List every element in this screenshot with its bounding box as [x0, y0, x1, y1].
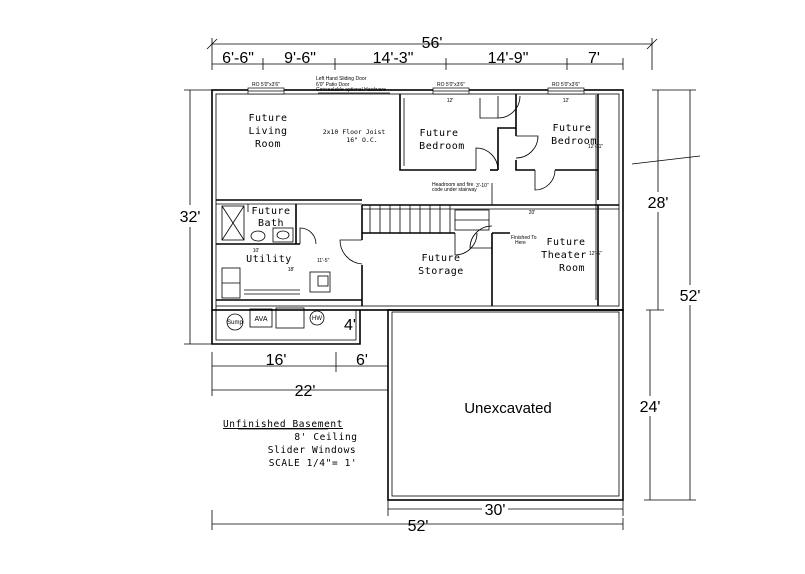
- bath-label-1: Future: [251, 206, 290, 217]
- bedroom-1-label-2: Bedroom: [419, 141, 465, 152]
- theater-label-3: Room: [559, 263, 585, 274]
- joist-note-1: 2x10 Floor Joist: [323, 128, 386, 136]
- left-height-label: 32': [180, 209, 201, 226]
- right-total-label: 52': [680, 288, 701, 305]
- svg-text:11'-5": 11'-5": [317, 258, 330, 264]
- water-heater-icon: [309, 310, 325, 326]
- sump-pit-icon: [226, 313, 244, 331]
- segment-14-3-label: 14'-3": [373, 50, 414, 67]
- living-room-label-3: Room: [255, 139, 281, 150]
- svg-text:Here: Here: [515, 240, 526, 246]
- bedroom-2-label-2: Bedroom: [551, 136, 597, 147]
- room-labels: Future Living Room 2x10 Floor Joist 16" …: [246, 113, 597, 417]
- svg-text:12': 12': [563, 98, 570, 104]
- note-title: Unfinished Basement: [223, 419, 343, 430]
- dim-22-label: 22': [295, 383, 316, 400]
- segment-7-label: 7': [588, 50, 600, 67]
- right-upper-label: 28': [648, 195, 669, 212]
- joist-note-2: 16" O.C.: [346, 136, 377, 144]
- room-dimension-labels: 12' 12' 12'-11" 20' 12'-6" 3'-10" 11'-5"…: [253, 98, 701, 273]
- hw-label: HW: [312, 316, 322, 322]
- note-windows: Slider Windows: [268, 445, 356, 456]
- exterior-walls: [211, 89, 624, 501]
- svg-text:Finished To: Finished To: [511, 235, 537, 241]
- windows: RO 5'0"x3'6" RO 5'0"x3'6" RO 5'0"x3'6": [247, 82, 585, 95]
- storage-label-2: Storage: [418, 266, 464, 277]
- svg-text:code under stairway: code under stairway: [432, 187, 477, 193]
- note-scale: SCALE 1/4"= 1': [269, 458, 357, 469]
- utility-fixtures: Sump AVA HW: [221, 267, 331, 331]
- bath-label-2: Bath: [258, 218, 284, 229]
- note-ceiling: 8' Ceiling: [294, 432, 357, 443]
- svg-text:10': 10': [253, 248, 260, 254]
- overall-width-label: 56': [422, 35, 443, 52]
- dim-30-label: 30': [485, 502, 506, 519]
- ava-label: AVA: [255, 316, 268, 323]
- plan-notes: Unfinished Basement 8' Ceiling Slider Wi…: [223, 419, 357, 469]
- ava-unit-icon: [249, 308, 273, 328]
- segment-6-6-label: 6'-6": [222, 50, 254, 67]
- window-label-2: RO 5'0"x3'6": [437, 82, 465, 88]
- bath-fixtures: [221, 204, 294, 243]
- bottom-dimensions: 30' 52': [211, 500, 624, 535]
- dim-4-label: 4': [344, 317, 356, 334]
- living-room-label-2: Living: [248, 126, 287, 137]
- utility-label: Utility: [246, 254, 292, 265]
- bedroom-2-label-1: Future: [552, 123, 591, 134]
- svg-text:12'-11": 12'-11": [588, 144, 603, 150]
- segment-14-9-label: 14'-9": [488, 50, 529, 67]
- window-label-3: RO 5'0"x3'6": [552, 82, 580, 88]
- svg-text:12': 12': [447, 98, 454, 104]
- dim-6-label: 6': [356, 352, 368, 369]
- storage-label-1: Future: [421, 253, 460, 264]
- svg-text:20': 20': [529, 210, 536, 216]
- svg-text:3'-10": 3'-10": [476, 183, 489, 189]
- dim-52-label: 52': [408, 518, 429, 535]
- theater-label-2: Theater: [541, 250, 587, 261]
- svg-text:18': 18': [288, 267, 295, 273]
- svg-text:12'-6": 12'-6": [589, 251, 602, 257]
- segment-9-6-label: 9'-6": [284, 50, 316, 67]
- door-note: Left Hand Sliding Door 6'0" Patio Door C…: [316, 76, 390, 94]
- bedroom-1-label-1: Future: [419, 128, 458, 139]
- theater-label-1: Future: [546, 237, 585, 248]
- right-dimensions: 28' 52' 24': [638, 89, 703, 501]
- stairs: [369, 204, 490, 234]
- sump-label: Sump: [227, 320, 243, 326]
- top-dimensions: 56' 6'-6" 9'-6" 14'-3" 14'-9" 7': [206, 35, 658, 70]
- right-lower-label: 24': [640, 399, 661, 416]
- left-dimensions: 32': [176, 89, 212, 345]
- window-label-1: RO 5'0"x3'6": [252, 82, 280, 88]
- svg-text:6'0" Patio Door: 6'0" Patio Door: [316, 82, 350, 88]
- svg-text:Concealable optional Hardware: Concealable optional Hardware: [316, 87, 386, 93]
- living-room-label-1: Future: [248, 113, 287, 124]
- svg-text:Left Hand Sliding Door: Left Hand Sliding Door: [316, 76, 367, 82]
- doors: [299, 95, 556, 265]
- dim-16-label: 16': [266, 352, 287, 369]
- unexcavated-label: Unexcavated: [464, 400, 552, 417]
- svg-text:Headroom and fire: Headroom and fire: [432, 182, 474, 188]
